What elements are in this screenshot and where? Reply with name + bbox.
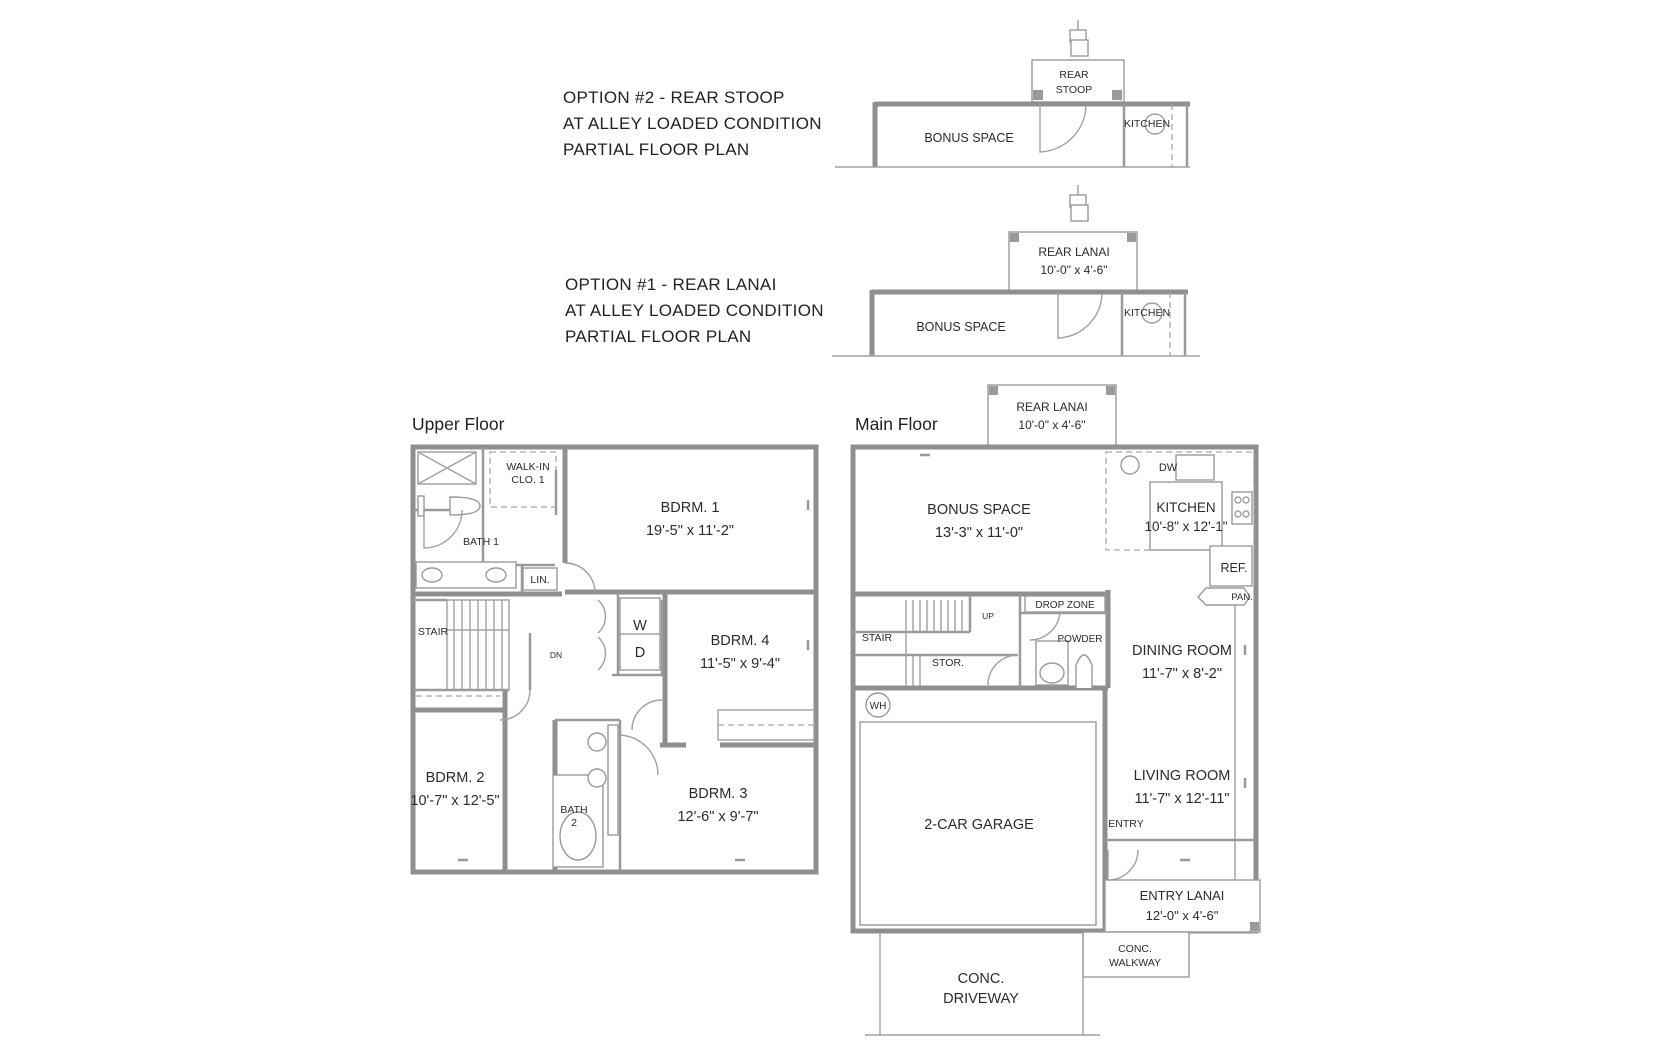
bdrm1-dim: 19'-5" x 11'-2" [646,523,734,539]
option1-rear-lanai-label: REAR LANAI [1038,245,1109,259]
driveway-label-2: DRIVEWAY [943,991,1019,1007]
stair-down-label: DN [550,650,562,660]
water-heater-label: WH [870,701,887,712]
option1-caption-line1: OPTION #1 - REAR LANAI [565,275,777,294]
bdrm3-label: BDRM. 3 [689,786,748,802]
linen-closet-label: LIN. [530,574,549,586]
option2-rear-stoop-label-2: STOOP [1056,84,1093,96]
kitchen-label: KITCHEN [1156,500,1215,515]
dining-room-label: DINING ROOM [1132,643,1232,659]
upper-floor-plan: WALK-IN CLO. 1 BATH 1 LIN. STAIR DN BDRM… [410,444,819,875]
main-bonus-space-dim: 13'-3" x 11'-0" [935,525,1023,541]
upper-stair-label: STAIR [418,626,449,638]
option1-caption-line3: PARTIAL FLOOR PLAN [565,327,752,346]
refrigerator-label: REF. [1220,561,1247,575]
entry-label: ENTRY [1108,818,1143,830]
main-rear-lanai-dim: 10'-0" x 4'-6" [1018,418,1085,432]
entry-lanai-label: ENTRY LANAI [1140,888,1225,903]
living-room-label: LIVING ROOM [1134,768,1231,784]
stair-up-label: UP [982,611,994,621]
bdrm4-label: BDRM. 4 [711,633,770,649]
walkway-label-2: WALKWAY [1109,957,1161,969]
bdrm3-dim: 12'-6" x 9'-7" [677,809,758,825]
kitchen-dim: 10'-8" x 12'-1" [1144,519,1227,534]
living-room-dim: 11'-7" x 12'-11" [1134,791,1229,807]
option1-bonus-space-label: BONUS SPACE [916,320,1005,334]
option2-caption: OPTION #2 - REAR STOOP AT ALLEY LOADED C… [563,85,822,163]
washer-label: W [633,618,647,634]
garage-door-outline [859,721,1097,926]
main-floor-plan: REAR LANAI 10'-0" x 4'-6" BONUS SPACE 13… [850,384,1261,1036]
option2-caption-line2: AT ALLEY LOADED CONDITION [563,114,822,133]
main-rear-lanai-label: REAR LANAI [1016,400,1087,414]
upper-floor-outline [410,444,819,875]
option2-caption-line3: PARTIAL FLOOR PLAN [563,140,750,159]
option1-rear-lanai-dim: 10'-0" x 4'-6" [1040,263,1107,277]
option2-bonus-space-label: BONUS SPACE [924,131,1013,145]
main-floor-title: Main Floor [855,414,938,434]
bdrm2-dim: 10'-7" x 12'-5" [410,793,499,809]
option1-kitchen-label: KITCHEN [1124,307,1170,319]
option2-rear-stoop-label-1: REAR [1059,69,1089,81]
option2-caption-line1: OPTION #2 - REAR STOOP [563,88,785,107]
dryer-label: D [635,645,645,661]
option1-caption: OPTION #1 - REAR LANAI AT ALLEY LOADED C… [565,272,824,350]
option1-caption-line2: AT ALLEY LOADED CONDITION [565,301,824,320]
pantry-label: PAN. [1231,592,1252,603]
bath1-label: BATH 1 [463,536,499,548]
main-stair-label: STAIR [862,632,893,644]
garage-label: 2-CAR GARAGE [924,817,1034,833]
storage-label: STOR. [932,657,964,669]
main-bonus-space-label: BONUS SPACE [927,502,1031,518]
bath2-label-1: BATH [560,804,587,816]
drop-zone-label: DROP ZONE [1035,600,1095,611]
option1-partial-plan: REAR LANAI 10'-0" x 4'-6" BONUS SPACE KI… [832,185,1200,357]
upper-floor-title: Upper Floor [412,414,505,434]
driveway-label-1: CONC. [958,971,1005,987]
walk-in-closet-label-2: CLO. 1 [511,474,544,486]
powder-room-label: POWDER [1058,634,1103,645]
option2-kitchen-label: KITCHEN [1124,118,1170,130]
main-rear-lanai-outline [987,384,1117,448]
walk-in-closet-label-1: WALK-IN [506,461,549,473]
bdrm2-label: BDRM. 2 [426,770,485,786]
walkway-label-1: CONC. [1118,943,1152,955]
bdrm1-label: BDRM. 1 [661,500,720,516]
option1-rear-lanai-outline [1008,231,1138,293]
option2-partial-plan: REAR STOOP BONUS SPACE KITCHEN [835,20,1190,168]
entry-lanai-dim: 12'-0" x 4'-6" [1146,908,1219,923]
dishwasher-label: DW [1159,462,1178,474]
dining-room-dim: 11'-7" x 8'-2" [1142,666,1222,682]
bdrm4-dim: 11'-5" x 9'-4" [700,656,780,672]
bath2-label-2: 2 [571,817,577,829]
